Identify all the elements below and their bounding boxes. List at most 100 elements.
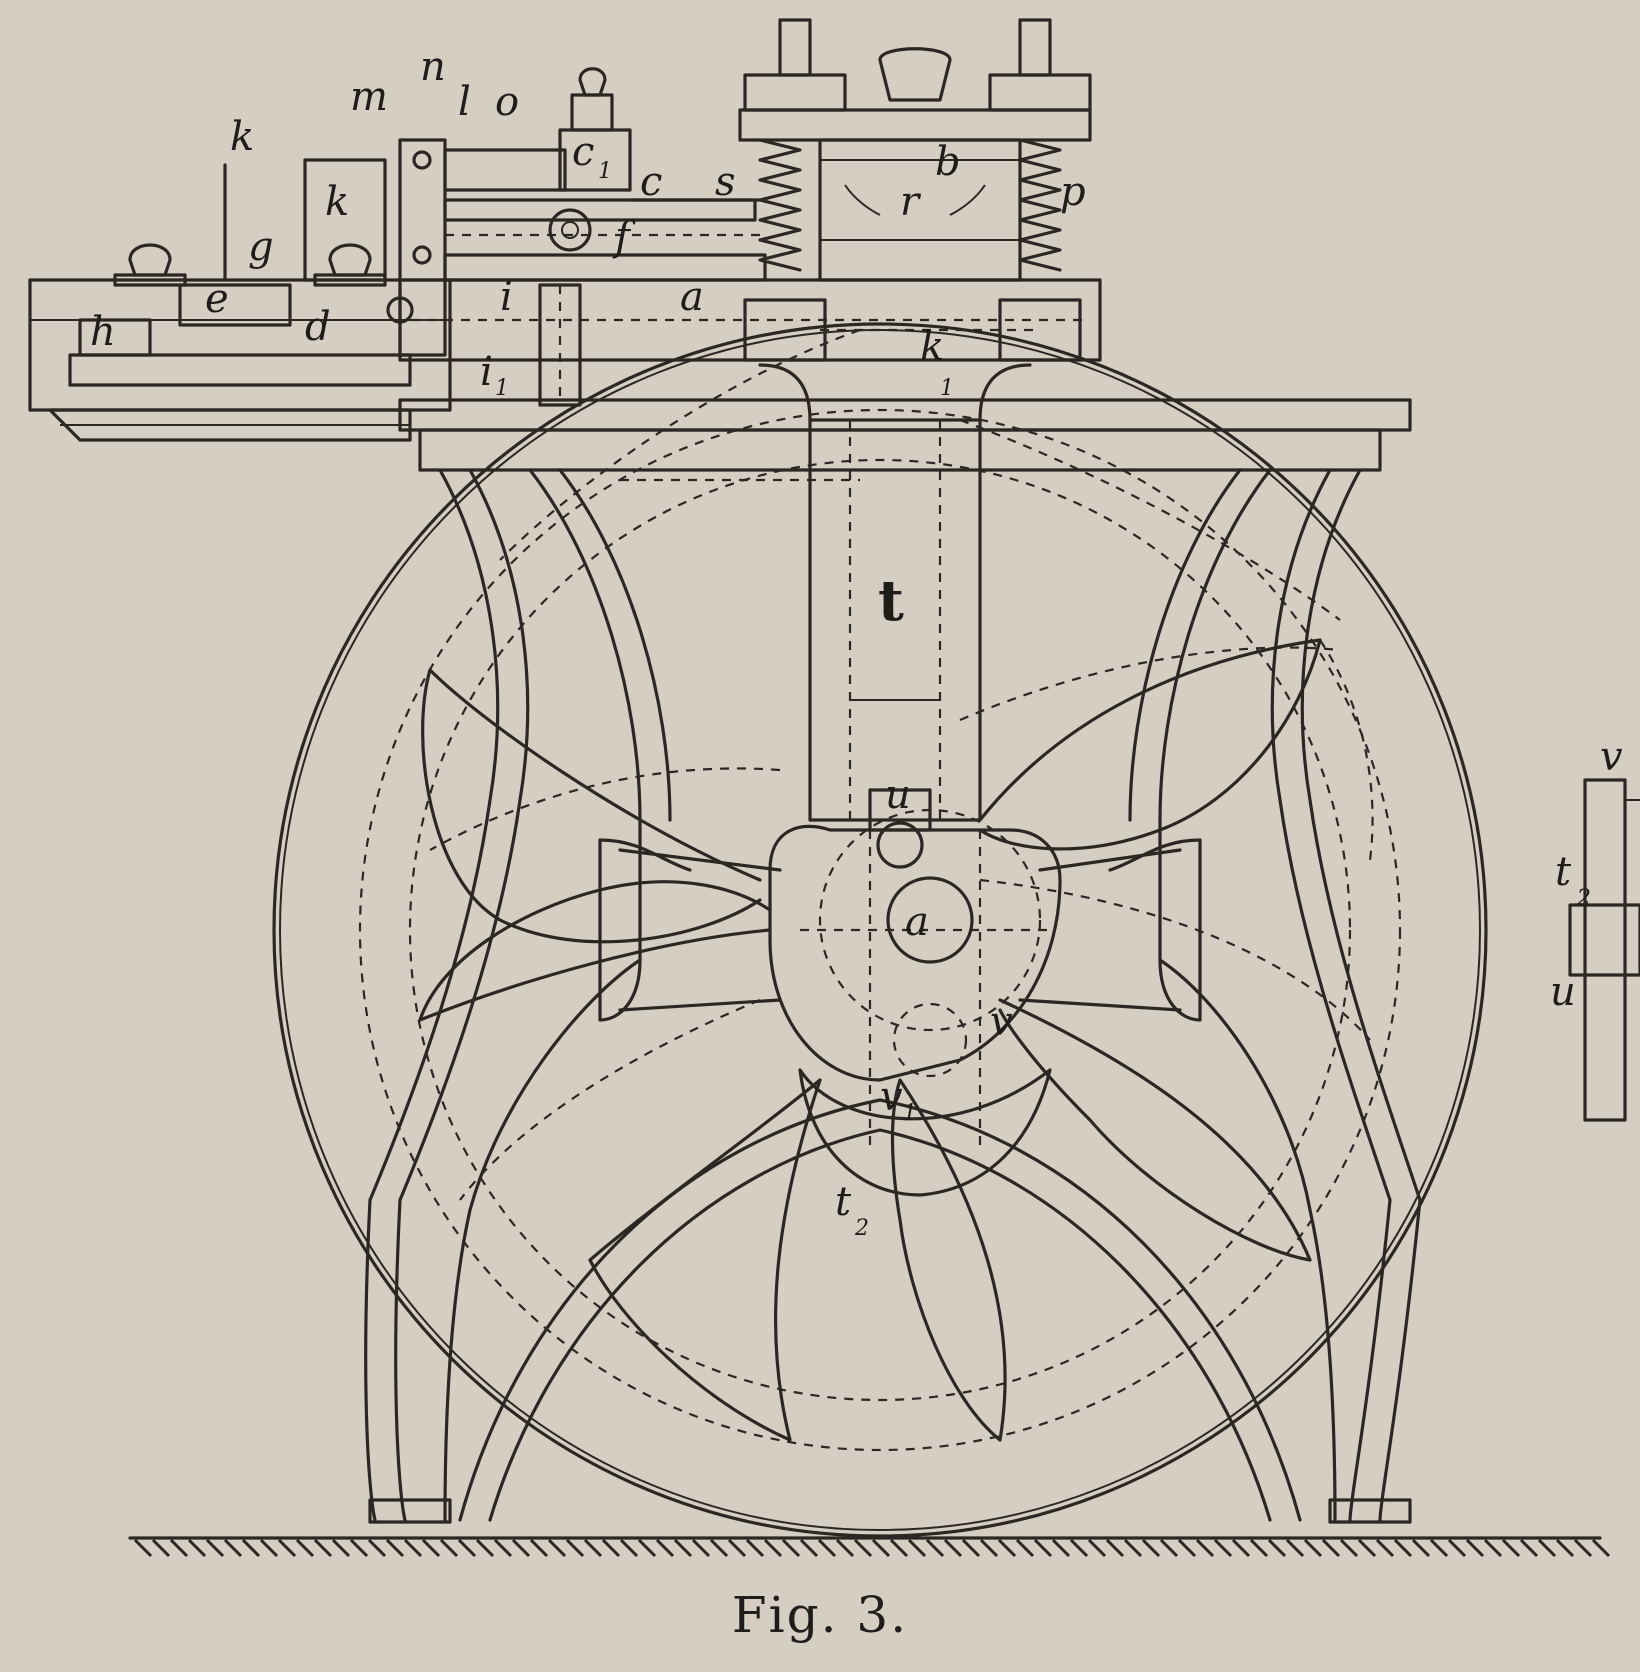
ground-hatch (511, 1538, 531, 1558)
frame (364, 468, 1422, 1524)
ground-hatch (1123, 1538, 1143, 1558)
ground-hatch (853, 1538, 873, 1558)
ground-hatch (241, 1538, 261, 1558)
ground-hatch (1321, 1538, 1341, 1558)
label-k-top: k (230, 114, 254, 160)
side-view (1568, 778, 1640, 1122)
ground-hatch (1159, 1538, 1179, 1558)
ground-hatch (619, 1538, 639, 1558)
ground-hatch (1015, 1538, 1035, 1558)
ground-hatch (961, 1538, 981, 1558)
ground-hatch (1195, 1538, 1215, 1558)
label-n: n (420, 44, 446, 90)
label-b: b (935, 139, 961, 185)
ground-hatch (493, 1538, 513, 1558)
upper-mechanism (28, 18, 1102, 442)
ground-hatch (817, 1538, 837, 1558)
label-side-v: v (1600, 734, 1623, 780)
ground-hatch (1141, 1538, 1161, 1558)
label-i1-sub: 1 (495, 376, 509, 401)
ground-hatch (223, 1538, 243, 1558)
label-k-box: k (325, 179, 349, 225)
ground-hatch (1231, 1538, 1251, 1558)
ground-hatch (1393, 1538, 1413, 1558)
ground-hatch (547, 1538, 567, 1558)
ground-hatch (1267, 1538, 1287, 1558)
ground-hatch (295, 1538, 315, 1558)
ground-hatch (745, 1538, 765, 1558)
label-i1: i (480, 349, 493, 395)
label-m: m (350, 74, 388, 120)
label-h: h (90, 309, 116, 355)
label-side-t2-sub: 2 (1576, 886, 1591, 911)
ground-hatch (943, 1538, 963, 1558)
label-c1-sub: 1 (598, 159, 612, 184)
ground-hatch (673, 1538, 693, 1558)
ground-hatch (133, 1538, 153, 1558)
ground-hatch (637, 1538, 657, 1558)
ground-hatch (169, 1538, 189, 1558)
ground-hatch (1339, 1538, 1359, 1558)
label-c: c (640, 159, 662, 205)
ground-hatch (1105, 1538, 1125, 1558)
ground-hatch (1555, 1538, 1575, 1558)
label-t1-sub: 2 (854, 1216, 869, 1241)
label-u: u (885, 772, 911, 818)
label-a: a (680, 274, 704, 320)
label-o: o (495, 79, 519, 125)
ground-hatch (1375, 1538, 1395, 1558)
ground-hatch (187, 1538, 207, 1558)
flywheel (272, 322, 1488, 1538)
label-g: g (248, 224, 274, 270)
label-center-a: a (905, 899, 929, 945)
ground-hatch (781, 1538, 801, 1558)
ground-hatch (691, 1538, 711, 1558)
ground-hatch (1537, 1538, 1557, 1558)
ground-hatch (1087, 1538, 1107, 1558)
label-t1: t (835, 1179, 852, 1225)
label-k1: k (920, 324, 944, 370)
ground-hatch (1051, 1538, 1071, 1558)
table (398, 398, 1412, 482)
label-t: t (878, 568, 904, 634)
label-i: i (500, 274, 513, 320)
ground-hatch (349, 1538, 369, 1558)
label-v: v (990, 999, 1013, 1045)
ground-hatch (979, 1538, 999, 1558)
label-r: r (900, 179, 922, 225)
ground-hatch (799, 1538, 819, 1558)
ground-hatch (475, 1538, 495, 1558)
label-v1-sub: 1 (903, 1101, 917, 1126)
ground-hatch (151, 1538, 171, 1558)
ground-hatch (421, 1538, 441, 1558)
ground-hatch (1465, 1538, 1485, 1558)
ground-hatch (403, 1538, 423, 1558)
ground-hatch (457, 1538, 477, 1558)
ground-hatch (727, 1538, 747, 1558)
ground-hatch (1483, 1538, 1503, 1558)
label-d: d (305, 304, 331, 350)
ground-hatch (331, 1538, 351, 1558)
ground-hatch (529, 1538, 549, 1558)
ground-hatch (583, 1538, 603, 1558)
ground-hatch (385, 1538, 405, 1558)
ground-hatch (907, 1538, 927, 1558)
label-c1: c (572, 129, 594, 175)
ground-hatch (601, 1538, 621, 1558)
ground-hatch (1069, 1538, 1089, 1558)
label-k1-sub: 1 (940, 376, 954, 401)
ground-hatch (367, 1538, 387, 1558)
ground-hatch (1285, 1538, 1305, 1558)
ground-hatch (1303, 1538, 1323, 1558)
ground-hatch (1249, 1538, 1269, 1558)
ground-hatch (655, 1538, 675, 1558)
label-l: l (458, 79, 471, 125)
label-e: e (205, 276, 229, 322)
ground-hatch (871, 1538, 891, 1558)
ground-hatch (1033, 1538, 1053, 1558)
ground-hatch (277, 1538, 297, 1558)
ground-hatch (709, 1538, 729, 1558)
labels: k k m n l o c 1 c s b p r g f e h d i a … (90, 44, 1623, 1241)
ground-hatch (1411, 1538, 1431, 1558)
